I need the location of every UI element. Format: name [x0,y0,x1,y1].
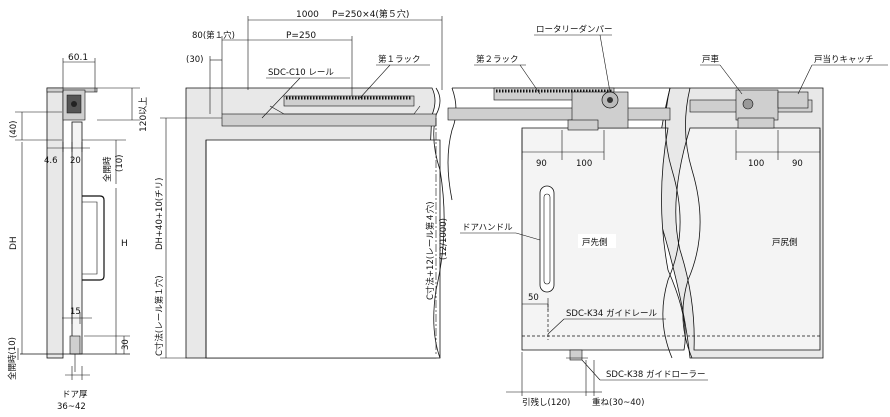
front-door-panel-rear [675,127,821,351]
dim-12-1000: (12/1000) [439,218,449,260]
label-rail: SDC-C10 レール [268,68,334,78]
label-door-front: 戸先側 [582,237,608,248]
dim-1000: 1000 [296,10,319,20]
label-guide-rail: SDC-K34 ガイドレール [566,308,658,319]
dim-side-width: 60.1 [68,53,88,63]
front-roller [735,89,779,121]
dim-c12: C寸法+12(レール第４穴) [425,201,436,300]
dim-90-right: 90 [792,159,803,169]
front-rail-left [221,113,437,127]
side-door-thickness-label: ドア厚 [62,390,88,400]
side-section-view: 60.1 120以上 (40) 4.6 20 全開時 (10) DH H [7,53,149,412]
label-rack-2: 第２ラック [476,54,519,65]
dim-side-full-open: 全開時 [102,156,113,182]
label-damper: ロータリーダンパー [536,24,613,35]
dim-side-120: 120以上 [138,97,149,132]
dim-50: 50 [528,293,539,303]
dim-c-label: C寸法(レール第１穴) [154,275,165,356]
dim-side-full-open-10: (10) [115,155,125,172]
side-guide-roller [69,335,81,355]
break-line-right [662,87,681,359]
break-line-left [433,87,445,359]
dim-80: 80(第１穴) [192,30,235,41]
side-door-handle [82,195,105,281]
dim-side-15: 15 [70,307,81,317]
dim-100-left: 100 [576,159,592,169]
side-wall [46,87,64,359]
side-door-thickness-value: 36~42 [57,402,86,412]
dim-p250: P=250 [286,31,316,41]
dim-90-left: 90 [536,159,547,169]
roller-wheel-icon [742,98,754,110]
dim-100-right: 100 [748,159,764,169]
dim-30-front: (30) [186,55,203,65]
front-guide-roller [569,349,583,361]
label-catch: 戸当りキャッチ [814,54,874,65]
front-rail-mid [447,107,671,121]
side-roller-icon [71,101,77,107]
dim-pull: 引残し(120) [522,397,570,408]
dim-side-30: 30 [121,339,131,350]
front-rack-1 [283,95,415,107]
dim-side-dh: DH [9,236,19,250]
label-handle: ドアハンドル [462,223,513,233]
dim-side-h: H [121,239,128,249]
dim-c-dh: DH+40+10(チリ) [155,178,165,250]
label-roller: 戸車 [702,54,720,65]
front-elevation-view: 1000 P=250×4(第５穴) 80(第１穴) P=250 (30) SDC… [154,8,888,408]
dim-side-40: (40) [9,121,19,138]
dim-overlap: 重ね(30~40) [592,397,644,408]
dim-side-20: 20 [70,156,81,166]
label-rack-1: 第１ラック [378,54,421,65]
dim-side-bottom-full-open: 全開時(10) [7,337,18,380]
front-door-catch [777,91,809,109]
label-door-rear: 戸尻側 [772,237,798,248]
dim-side-4-6: 4.6 [44,156,58,166]
label-guide-roller: SDC-K38 ガイドローラー [606,369,706,380]
front-opening [205,139,441,359]
dim-p250x4: P=250×4(第５穴) [332,8,409,20]
